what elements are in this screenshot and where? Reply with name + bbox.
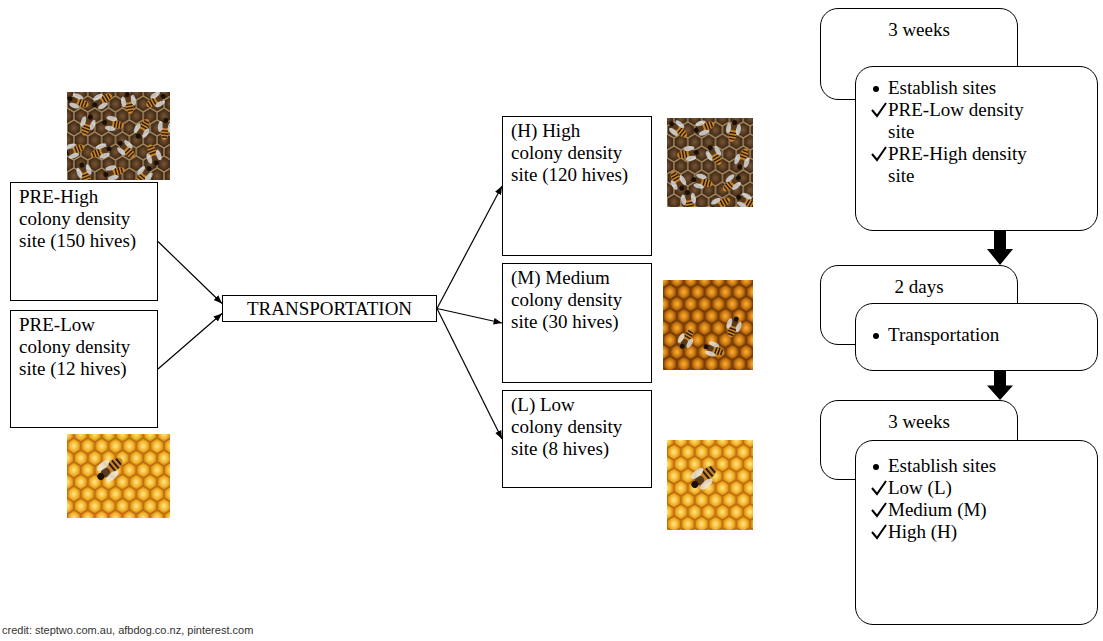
- check-marker: [870, 499, 888, 521]
- honeycomb-photo: [665, 117, 759, 217]
- step-text: Establish sites: [888, 77, 1049, 99]
- list-item: Transportation: [870, 324, 1049, 346]
- check-marker: [870, 143, 888, 165]
- check-marker: [870, 521, 888, 543]
- flow-arrow: [437, 186, 502, 309]
- check-marker: [870, 477, 888, 499]
- flow-arrow: [158, 314, 222, 370]
- step-text: Low (L): [888, 477, 1049, 499]
- list-item: Establish sites: [870, 77, 1049, 99]
- honeycomb-photo: [663, 280, 753, 370]
- bullet-marker: [870, 455, 888, 477]
- site-box: (H) High colony density site (120 hives): [502, 116, 652, 256]
- step-box: Establish sitesPRE-Low density sitePRE-H…: [855, 66, 1098, 231]
- step-text: PRE-High density site: [888, 143, 1049, 187]
- block-arrow: [987, 371, 1013, 400]
- site-box: PRE-High colony density site (150 hives): [10, 182, 158, 301]
- process-box: TRANSPORTATION: [222, 295, 437, 322]
- step-text: Establish sites: [888, 455, 1049, 477]
- honeycomb-photo: [67, 434, 170, 518]
- node-text: PRE-High colony density site (150 hives): [19, 186, 149, 252]
- list-item: Medium (M): [870, 499, 1049, 521]
- node-text: (H) High colony density site (120 hives): [511, 120, 629, 186]
- step-text: High (H): [888, 521, 1049, 543]
- node-text: (M) Medium colony density site (30 hives…: [511, 267, 629, 333]
- site-box: PRE-Low colony density site (12 hives): [10, 310, 158, 428]
- list-item: Low (L): [870, 477, 1049, 499]
- node-text: (L) Low colony density site (8 hives): [511, 394, 629, 460]
- site-box: (M) Medium colony density site (30 hives…: [502, 263, 652, 383]
- flow-arrow: [158, 242, 222, 304]
- list-item: Establish sites: [870, 455, 1049, 477]
- honeycomb-photo: [667, 440, 753, 530]
- node-text: 2 days: [829, 276, 1009, 298]
- flow-arrow: [437, 309, 502, 440]
- credit-note: credit: steptwo.com.au, afbdog.co.nz, pi…: [2, 624, 253, 636]
- node-text: 3 weeks: [829, 411, 1009, 433]
- step-box: Establish sitesLow (L)Medium (M)High (H): [855, 440, 1098, 625]
- honeycomb-photo: [61, 89, 173, 189]
- step-text: Transportation: [888, 324, 1049, 346]
- site-box: (L) Low colony density site (8 hives): [502, 390, 652, 488]
- step-text: Medium (M): [888, 499, 1049, 521]
- block-arrow: [987, 231, 1013, 265]
- step-text: PRE-Low density site: [888, 99, 1049, 143]
- list-item: High (H): [870, 521, 1049, 543]
- node-text: TRANSPORTATION: [247, 298, 412, 320]
- bullet-marker: [870, 77, 888, 99]
- node-text: PRE-Low colony density site (12 hives): [19, 314, 149, 380]
- step-box: Transportation: [855, 303, 1098, 371]
- list-item: PRE-High density site: [870, 143, 1049, 187]
- list-item: PRE-Low density site: [870, 99, 1049, 143]
- bullet-marker: [870, 324, 888, 346]
- node-text: 3 weeks: [829, 19, 1009, 41]
- flow-arrow: [437, 309, 502, 324]
- check-marker: [870, 99, 888, 121]
